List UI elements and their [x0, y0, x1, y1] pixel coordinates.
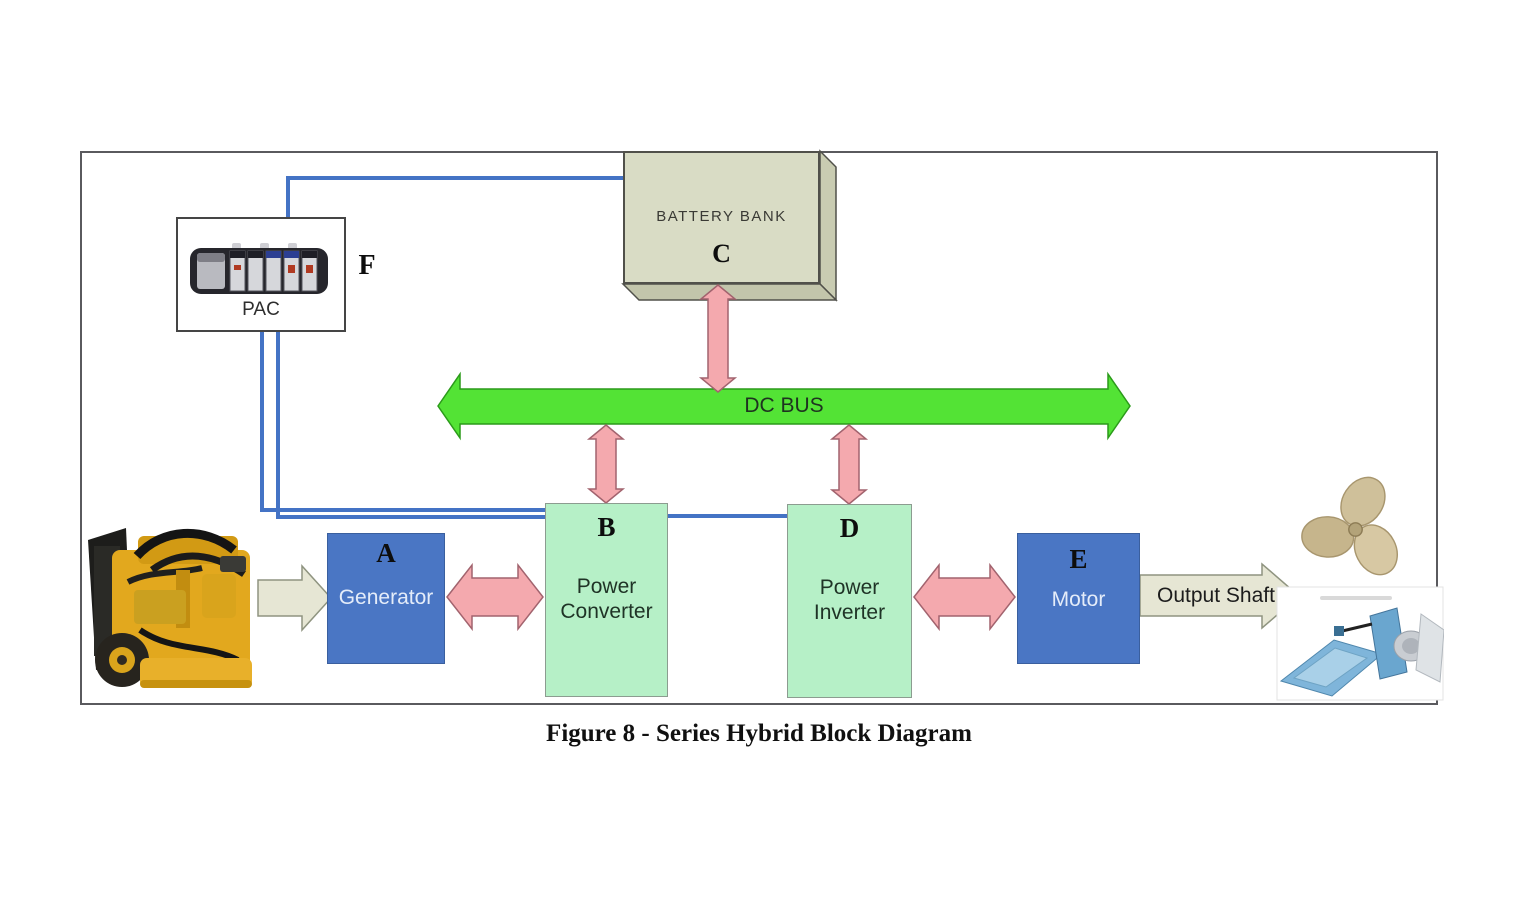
pac-controller-photo — [190, 243, 328, 294]
power-converter-label-line1: Power — [576, 575, 637, 598]
pac-letter: F — [358, 250, 376, 281]
power-converter-label-line2: Converter — [560, 600, 653, 623]
motor-box: E Motor — [1017, 533, 1140, 664]
power-inverter-box: D Power Inverter — [787, 504, 912, 698]
motor-letter: E — [1069, 544, 1088, 574]
pac-box: PAC — [176, 217, 346, 332]
power-converter-box: B Power Converter — [545, 503, 668, 697]
power-converter-label: Power Converter — [546, 574, 667, 624]
motor-label: Motor — [1051, 588, 1106, 611]
power-inverter-letter: D — [839, 513, 860, 543]
figure-caption: Figure 8 - Series Hybrid Block Diagram — [546, 720, 972, 747]
jet-drive-unit-photo — [1276, 586, 1444, 701]
power-converter-letter: B — [597, 512, 616, 542]
pac-label: PAC — [242, 299, 280, 320]
generator-letter: A — [376, 538, 396, 568]
battery-bank-label: BATTERY BANK — [656, 208, 787, 225]
output-shaft-label: Output Shaft — [1157, 584, 1275, 607]
generator-label: Generator — [338, 586, 434, 609]
diesel-engine-photo — [88, 528, 252, 688]
dc-bus-label: DC BUS — [744, 394, 824, 417]
propeller-photo — [1301, 476, 1398, 576]
power-inverter-label: Power Inverter — [788, 575, 911, 625]
battery-bank-box: BATTERY BANK C — [623, 151, 820, 284]
generator-box: A Generator — [327, 533, 445, 664]
power-inverter-label-line2: Inverter — [813, 601, 886, 624]
battery-bank-letter: C — [712, 239, 731, 268]
power-inverter-label-line1: Power — [819, 576, 880, 599]
